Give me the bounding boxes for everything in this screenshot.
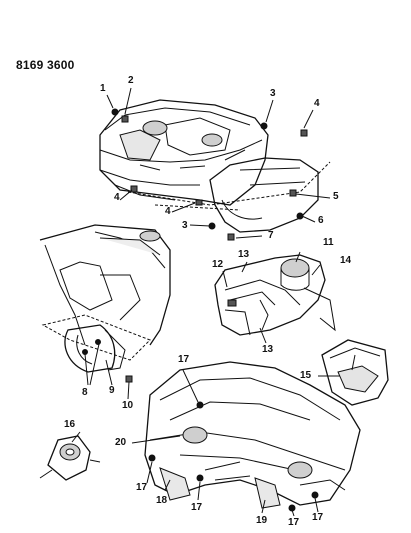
callout-17: 17: [136, 482, 148, 493]
callout-2: 2: [128, 75, 134, 86]
callout-10: 10: [122, 400, 134, 411]
callout-17: 17: [312, 512, 324, 523]
callout-4: 4: [165, 206, 171, 217]
callout-13: 13: [262, 344, 274, 355]
callout-14: 14: [340, 255, 352, 266]
callout-18: 18: [156, 495, 168, 506]
engine-mount: [39, 431, 101, 481]
callout-13: 13: [238, 249, 250, 260]
support-bracket: [318, 339, 389, 406]
callout-16: 16: [64, 419, 76, 430]
callout-19: 19: [256, 515, 268, 526]
apron-strut-tower: [214, 251, 336, 344]
callout-12: 12: [212, 259, 224, 270]
callout-17: 17: [178, 354, 190, 365]
callout-3: 3: [270, 88, 276, 99]
callout-17: 17: [288, 517, 300, 528]
callout-4: 4: [114, 192, 120, 203]
front-crossmember: [131, 361, 361, 517]
callout-1: 1: [100, 83, 106, 94]
callout-4: 4: [314, 98, 320, 109]
callout-20: 20: [115, 437, 127, 448]
callout-8: 8: [82, 387, 88, 398]
callout-7: 7: [268, 230, 274, 241]
wheelhouse-splash-shield: [39, 224, 171, 400]
callout-15: 15: [300, 370, 312, 381]
callout-17: 17: [191, 502, 203, 513]
diagram-code: 8169 3600: [16, 58, 75, 72]
callout-3: 3: [182, 220, 188, 231]
callout-11: 11: [323, 237, 334, 248]
callout-9: 9: [109, 385, 115, 396]
callout-6: 6: [318, 215, 324, 226]
front-body-assembly: [99, 87, 331, 241]
callout-5: 5: [333, 191, 339, 202]
